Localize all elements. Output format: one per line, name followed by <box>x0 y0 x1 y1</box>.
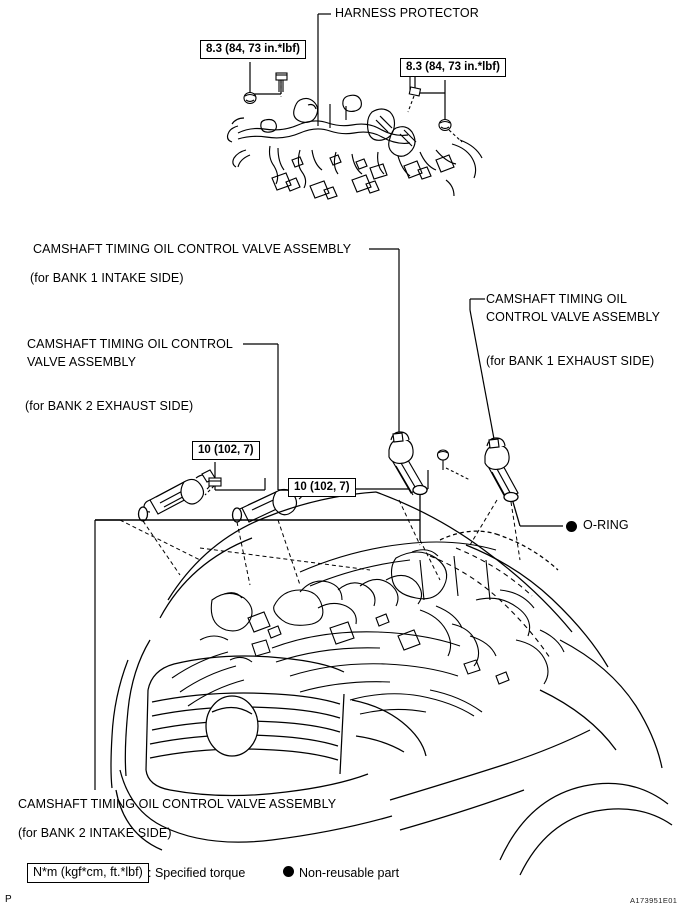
vvt-valve-bank2-exhaust <box>143 469 216 515</box>
harness-bolt-right-2 <box>438 118 463 143</box>
label-bank1-exhaust-line2: CONTROL VALVE ASSEMBLY <box>486 310 661 324</box>
harness-bolt-left-2 <box>275 72 288 97</box>
callout-leader-bank2-intake <box>94 519 120 790</box>
label-bank2-exhaust-line1: CAMSHAFT TIMING OIL CONTROL <box>27 337 233 351</box>
legend-nonreusable-text: Non-reusable part <box>299 866 400 880</box>
harness-protector-leader <box>317 13 331 100</box>
vvt-bolt-bank2-exhaust <box>204 477 222 496</box>
vehicle-body-outline <box>110 491 673 876</box>
callout-leader-bank2-exhaust <box>243 343 279 490</box>
label-bank2-intake-line1: CAMSHAFT TIMING OIL CONTROL VALVE ASSEMB… <box>18 797 337 811</box>
label-bank1-intake-line1: CAMSHAFT TIMING OIL CONTROL VALVE ASSEMB… <box>33 242 352 256</box>
page-marker: P <box>5 894 12 905</box>
vvt-valve-bank1-exhaust <box>484 437 519 502</box>
figure-code: A173951E01 <box>630 896 678 905</box>
legend-torque-symbol: N*m (kgf*cm, ft.*lbf) <box>27 863 149 884</box>
label-bank2-exhaust-line3: (for BANK 2 EXHAUST SIDE) <box>25 399 194 413</box>
o-ring-bullet-icon <box>566 521 577 532</box>
torque-spec-harness-left: 8.3 (84, 73 in.*lbf) <box>200 40 306 60</box>
harness-bolt-right-1 <box>407 86 422 113</box>
label-bank1-exhaust-line1: CAMSHAFT TIMING OIL <box>486 292 628 306</box>
o-ring-bank2-exhaust <box>137 506 149 522</box>
label-bank1-exhaust-line3: (for BANK 1 EXHAUST SIDE) <box>486 354 655 368</box>
assembly-dashed-lines <box>119 499 521 586</box>
harness-bolt-left-1 <box>243 91 257 105</box>
callout-leader-bank1-intake <box>369 248 400 460</box>
torque-spec-harness-right: 8.3 (84, 73 in.*lbf) <box>400 58 506 78</box>
label-bank2-intake-line2: (for BANK 2 INTAKE SIDE) <box>18 826 172 840</box>
label-bank2-exhaust-line2: VALVE ASSEMBLY <box>27 355 137 369</box>
o-ring-bank1-exhaust <box>503 491 521 527</box>
legend-torque-text: : Specified torque <box>148 866 246 880</box>
engine-bay-detail <box>171 541 565 717</box>
label-bank1-intake-line2: (for BANK 1 INTAKE SIDE) <box>30 271 184 285</box>
callout-leader-bank1-exhaust <box>469 298 498 456</box>
wiring-harness-drawing <box>226 94 483 200</box>
vvt-bolt-bank1 <box>436 449 471 481</box>
label-o-ring: O-RING <box>583 518 629 532</box>
legend-nonreusable-bullet-icon <box>283 866 294 877</box>
vvt-left-torque-leader <box>214 462 266 491</box>
o-ring-bank1-intake <box>412 484 428 540</box>
torque-spec-vvt-left: 10 (102, 7) <box>192 441 260 461</box>
label-harness-protector: HARNESS PROTECTOR <box>335 6 479 20</box>
torque-spec-vvt-right: 10 (102, 7) <box>288 478 356 498</box>
